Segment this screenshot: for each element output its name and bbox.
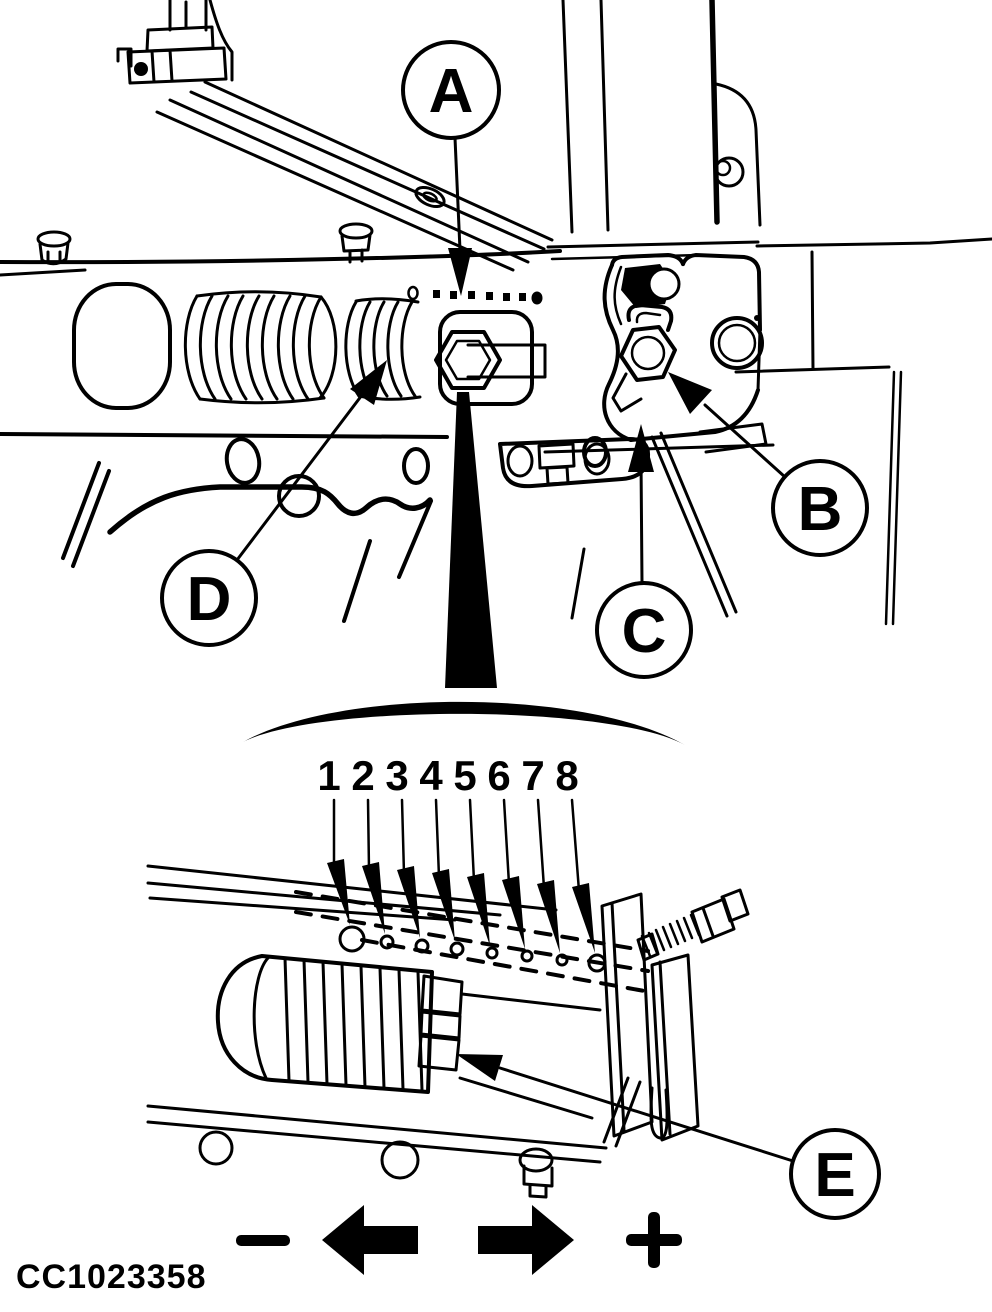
position-label-6: 6 [487,752,510,799]
adjuster-hex [434,330,502,390]
lower-detail-view: 1 2 3 4 5 6 7 8 [146,752,750,1199]
detail-bracket [600,888,750,1148]
callout-c: C [595,424,693,679]
position-label-3: 3 [385,752,408,799]
structure-hole [713,156,745,188]
rail-bolt-left [36,230,72,266]
threaded-adjuster [640,888,750,958]
arm-fastener [414,185,446,209]
dashed-guide-lines [294,890,652,994]
bracket-bolt-head [647,267,681,301]
adjuster-housing [434,310,547,406]
callout-b-leader [703,403,787,479]
callout-d-arrowhead [350,360,387,405]
detail-rails [146,1104,608,1199]
arrow-right-icon [478,1205,574,1275]
adjustment-direction-legend [236,1205,682,1275]
coil-spring-large [183,290,338,405]
position-leader-5 [467,798,499,960]
plus-icon [626,1212,682,1268]
diagonal-arm [155,80,554,272]
upper-structure [546,0,992,261]
position-label-4: 4 [419,752,443,799]
lower-plate [498,437,651,489]
adjustment-hole-7 [555,953,569,967]
bracket-hole [710,316,764,370]
upper-assembly-view [0,0,992,626]
figure-id: CC1023358 [16,1258,206,1296]
callout-c-leader [639,458,644,585]
adjustment-hole-3 [414,938,430,954]
callout-a: A [401,40,501,296]
adjuster-lock-bolt [619,325,677,382]
position-label-2: 2 [351,752,374,799]
position-leader-8 [570,798,607,973]
callout-e-arrowhead [456,1054,503,1081]
callout-a-arrowhead [448,248,472,296]
magnifier-crescent [243,701,685,745]
position-leader-2 [362,798,395,950]
adjustment-hole-1 [338,925,366,953]
position-label-5: 5 [453,752,476,799]
frame-rail [0,249,562,439]
mounting-bracket [543,253,775,454]
rail-slot [72,282,172,410]
position-leader-3 [397,798,430,954]
position-leader-4 [432,798,465,957]
callout-c-arrowhead [628,424,654,472]
upper-left-bracket [116,0,234,85]
adjustment-hole-5 [485,946,499,960]
magnifier-funnel [445,392,497,688]
callout-e-label: E [814,1141,855,1210]
callout-d-label: D [187,565,232,634]
magnifier-callout [243,392,685,745]
position-label-1: 1 [317,752,340,799]
callout-b-label: B [798,475,843,544]
callout-e-leader [498,1066,795,1163]
position-label-8: 8 [555,752,578,799]
callout-b: B [668,372,869,557]
capsule-nut [420,974,464,1016]
position-leader-1 [327,798,366,953]
callout-c-circle [595,581,693,679]
chassis-contour [61,250,903,626]
callout-b-circle [771,459,869,557]
adjustment-hole-4 [449,941,465,957]
rail-nut [518,1147,554,1199]
callout-c-label: C [622,597,667,666]
callout-d-leader [235,393,364,562]
callout-b-arrowhead [668,372,712,414]
spring-capsule [215,954,602,1120]
position-leader-7 [536,798,569,967]
callout-d-circle [160,549,258,647]
position-scale: 1 2 3 4 5 6 7 8 [317,752,607,973]
callout-e: E [456,1054,881,1220]
indicator-dot-row [407,285,543,305]
callout-a-circle [401,40,501,140]
callout-a-leader [453,136,462,252]
rail-bolt-right [338,222,374,264]
callout-e-circle [789,1128,881,1220]
callout-d: D [160,360,387,647]
position-label-7: 7 [521,752,544,799]
fastener-dot [134,62,148,76]
adjustment-hole-2 [379,934,395,950]
arrow-left-icon [322,1205,418,1275]
callout-a-label: A [429,57,474,126]
minus-icon [236,1235,290,1246]
adjustment-hole-6 [520,949,534,963]
position-leader-6 [502,798,534,963]
